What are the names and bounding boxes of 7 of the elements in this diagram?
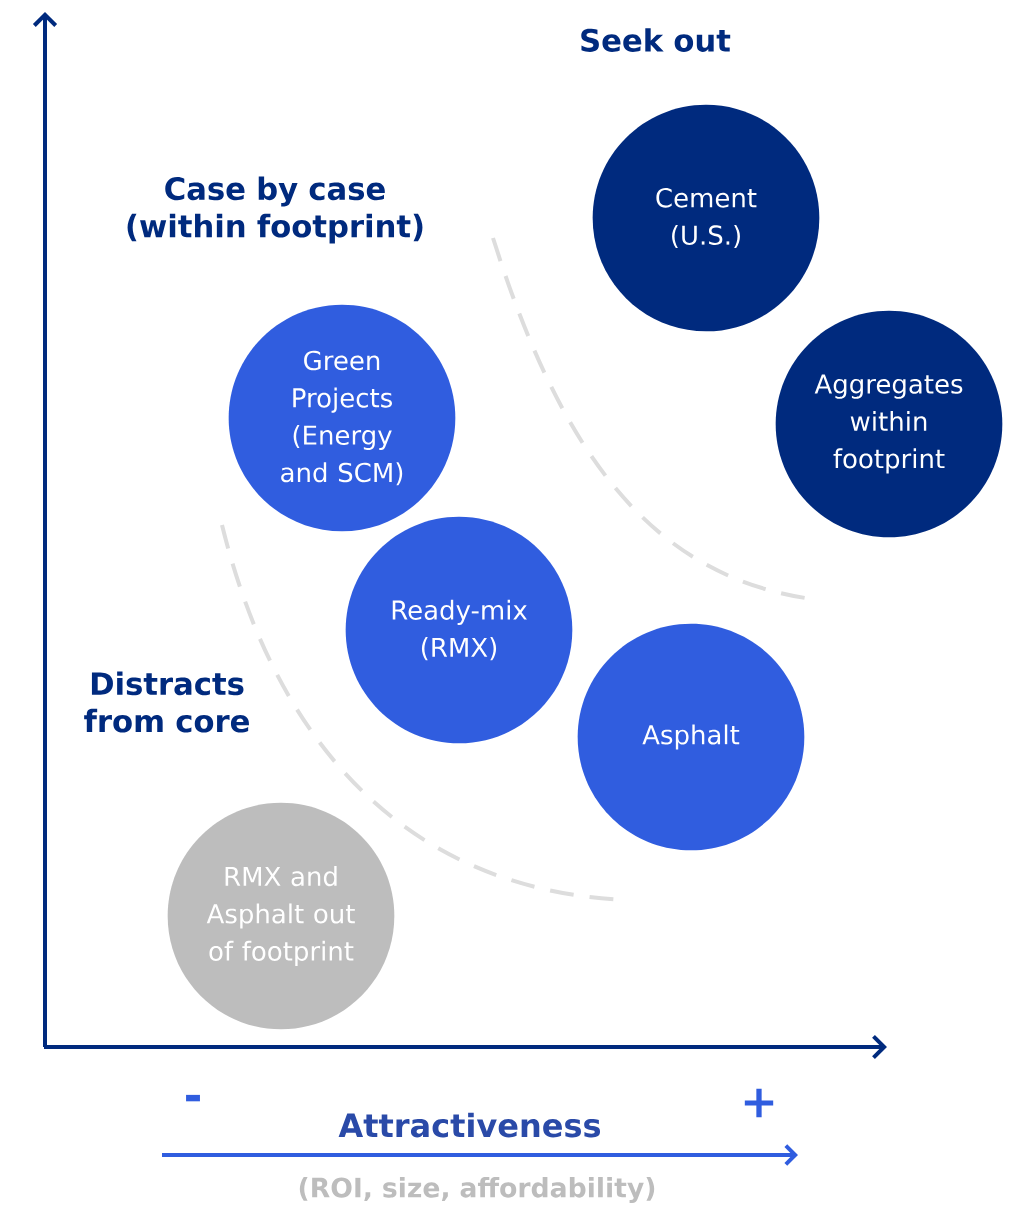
minus-sign: -	[186, 1094, 200, 1102]
plus-sign: +	[744, 1088, 774, 1118]
quadrant-label: Seek out	[581, 28, 731, 52]
quadrant-label: Case by case (within footprint)	[127, 176, 423, 244]
axis-subtitle: (ROI, size, affordability)	[299, 1177, 655, 1203]
quadrant-label: Distracts from core	[84, 671, 249, 733]
axis-title: Attractiveness	[338, 1112, 601, 1138]
